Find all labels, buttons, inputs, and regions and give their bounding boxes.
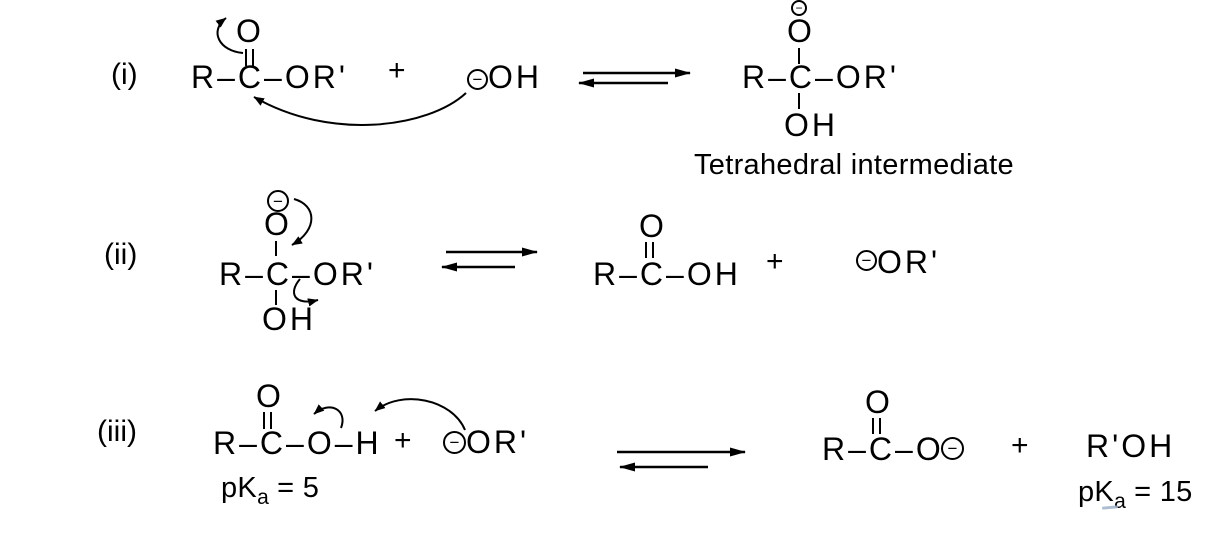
alkoxide-group-ii: OR': [877, 244, 941, 280]
tetrahedral-bottom-bond-ii: [275, 290, 277, 305]
curved-arrow-oxide-to-carbon-ii: [291, 198, 313, 246]
ester-carbonyl-oxygen: O: [236, 13, 264, 49]
acid-formula-iii: R–C–O–H: [213, 425, 382, 461]
acid-carbonyl-oxygen-iii: O: [256, 378, 284, 414]
pka-base: pK: [1078, 476, 1115, 508]
minus-glyph: −: [449, 433, 460, 452]
pka-subscript: a: [1114, 489, 1126, 513]
pka-value: = 15: [1125, 476, 1193, 508]
minus-glyph: −: [947, 439, 958, 458]
ester-formula: R–C–OR': [191, 59, 348, 95]
tetrahedral-caption: Tetrahedral intermediate: [694, 149, 1014, 181]
tetrahedral-minus-charge-icon-ii: −: [267, 190, 289, 212]
step-ii-label: (ii): [104, 238, 138, 271]
step-i-label: (i): [111, 58, 138, 91]
carboxylate-double-bond: [872, 418, 881, 434]
tetrahedral-top-bond-ii: [275, 241, 277, 256]
tetrahedral-hydroxyl-i: OH: [784, 107, 838, 143]
tetrahedral-formula-i: R–C–OR': [742, 59, 899, 95]
acid-double-bond-ii: [645, 242, 654, 258]
hydroxide-minus-charge-icon: −: [467, 69, 488, 90]
carboxylate-minus-charge-icon: −: [941, 437, 964, 460]
tetrahedral-hydroxyl-ii: OH: [262, 301, 316, 337]
ester-double-bond: [245, 49, 254, 66]
minus-glyph: −: [795, 1, 803, 15]
plus-sign-iii-right: +: [1011, 429, 1029, 462]
plus-sign-i: +: [388, 54, 406, 87]
minus-glyph: −: [472, 70, 483, 89]
tetrahedral-top-oxygen-i: O: [787, 13, 815, 49]
pka-value: = 5: [268, 472, 320, 504]
acid-formula-ii: R–C–OH: [593, 256, 741, 292]
plus-sign-iii-left: +: [394, 424, 412, 457]
acid-carbonyl-oxygen-ii: O: [639, 208, 667, 244]
plus-sign-ii: +: [766, 245, 784, 278]
carboxylate-carbonyl-oxygen: O: [865, 384, 893, 420]
alcohol-formula: R'OH: [1086, 428, 1176, 464]
tetrahedral-minus-charge-icon-i: −: [791, 0, 807, 16]
alkoxide-minus-charge-icon-iii: −: [443, 431, 466, 454]
step-iii-label: (iii): [97, 415, 137, 448]
pka-subscript: a: [257, 485, 269, 509]
acid-pka-label: pKa = 5: [221, 474, 319, 508]
tetrahedral-bottom-bond-i: [798, 93, 800, 109]
hydroxide-group: OH: [488, 59, 542, 95]
alcohol-pka-label: pKa = 15: [1078, 478, 1193, 512]
tetrahedral-top-bond-i: [798, 48, 800, 64]
alkoxide-minus-charge-icon-ii: −: [856, 250, 877, 271]
carboxylate-formula: R–C–O: [822, 431, 944, 467]
minus-glyph: −: [273, 191, 283, 211]
tetrahedral-top-oxygen-ii: O: [264, 206, 292, 242]
minus-glyph: −: [861, 251, 872, 270]
curved-arrow-nucleophilic-attack-i: [253, 92, 467, 126]
tetrahedral-formula-ii: R–C–OR': [219, 256, 376, 292]
alkoxide-group-iii: OR': [466, 424, 530, 460]
pka-base: pK: [221, 472, 258, 504]
curved-arrow-deprotonation-iii: [374, 398, 466, 431]
acid-double-bond-iii: [263, 412, 272, 429]
